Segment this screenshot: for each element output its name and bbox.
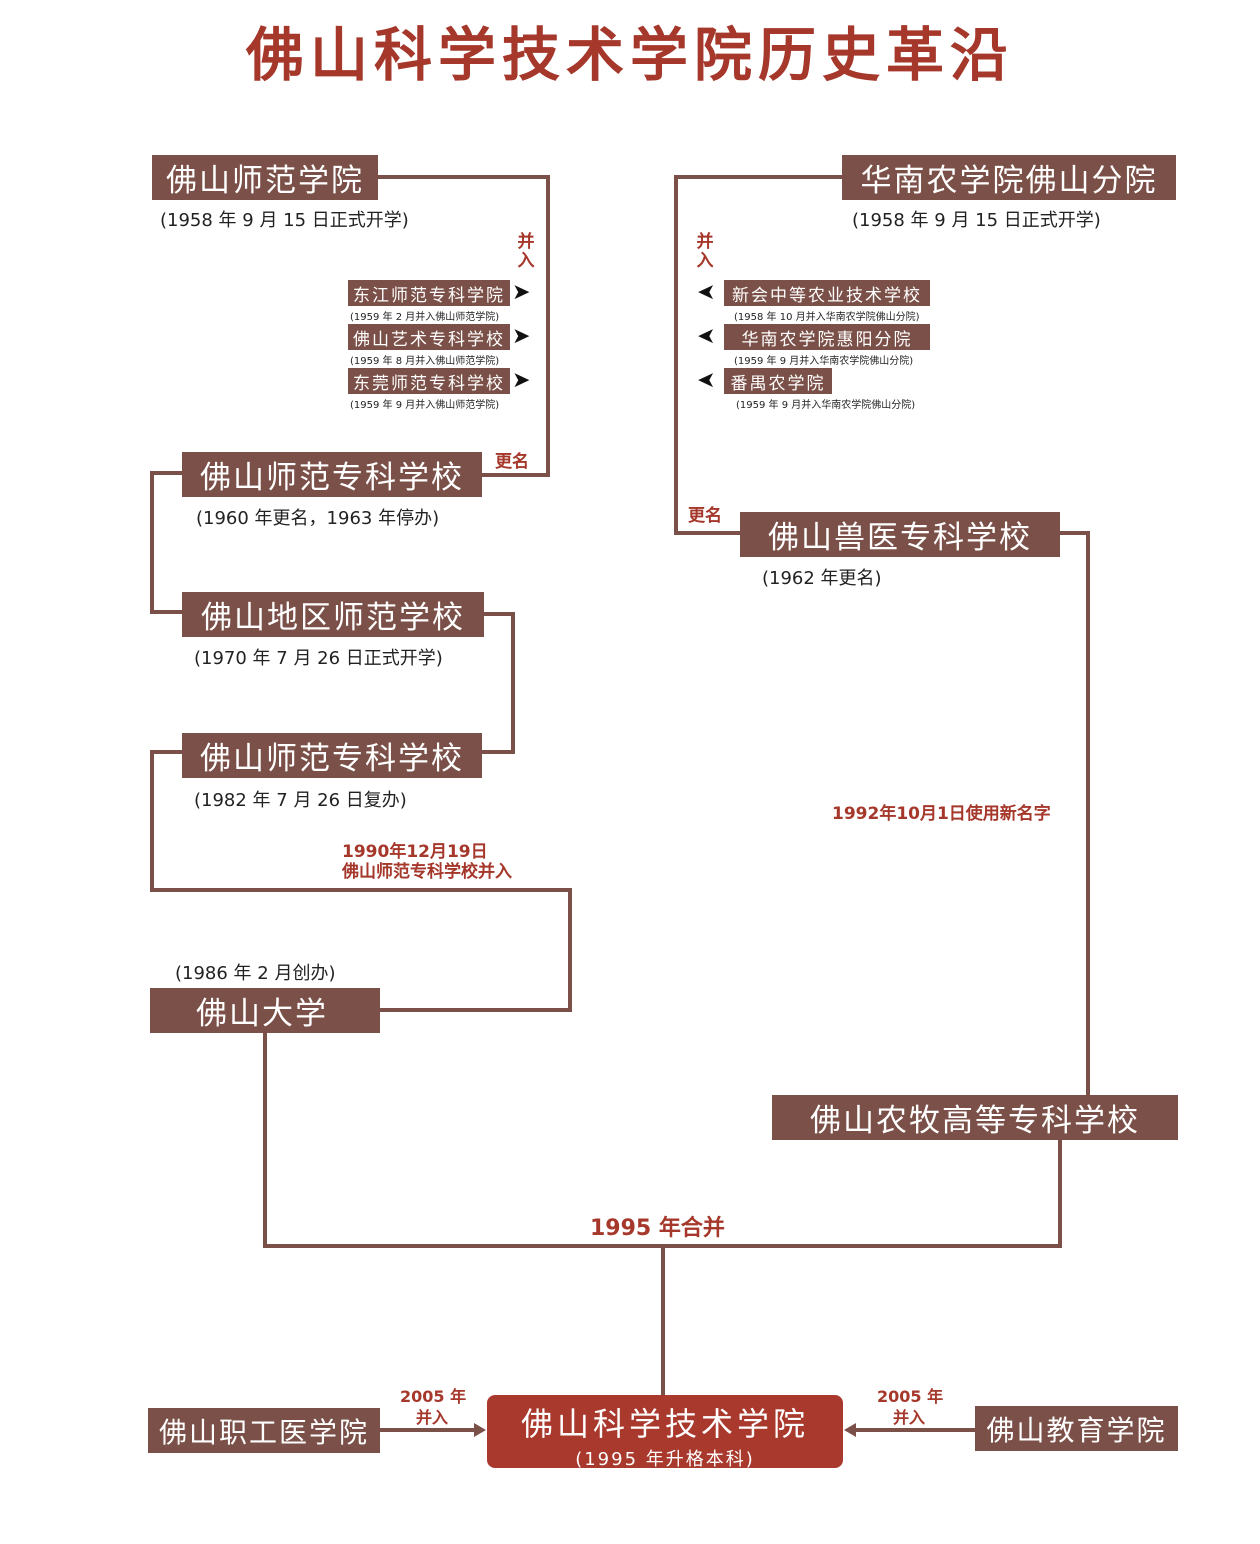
node-normal-junior-college-reopened: 佛山师范专科学校 <box>182 733 482 778</box>
merged-note: (1959 年 9 月并入佛山师范学院) <box>350 400 500 411</box>
merged-school: 东江师范专科学院 <box>348 280 510 306</box>
merged-school: 新会中等农业技术学校 <box>724 280 930 306</box>
node-veterinary-college: 佛山兽医专科学校 <box>740 512 1060 557</box>
node-foshan-normal-college: 佛山师范学院 <box>152 155 378 200</box>
merge-2005-label: 并入 <box>416 1408 449 1427</box>
rename-1992-label: 1992年10月1日使用新名字 <box>832 804 1051 824</box>
merged-school: 华南农学院惠阳分院 <box>724 324 930 350</box>
merged-school: 番禺农学院 <box>724 368 832 394</box>
merge-2005-label: 2005 年 <box>877 1387 944 1406</box>
node-note: (1982 年 7 月 26 日复办) <box>194 790 407 811</box>
final-name: 佛山科学技术学院 <box>520 1405 809 1443</box>
rename-label: 更名 <box>688 506 722 526</box>
merged-school: 东莞师范专科学校 <box>348 368 510 394</box>
arrow-left-icon: ➤ <box>697 324 716 349</box>
merged-note: (1959 年 2 月并入佛山师范学院) <box>350 312 500 323</box>
arrow-right-icon: ➤ <box>512 324 531 349</box>
arrow-left-icon: ➤ <box>697 368 716 393</box>
node-scau-foshan-branch: 华南农学院佛山分院 <box>842 155 1176 200</box>
merged-note: (1959 年 9 月并入华南农学院佛山分院) <box>736 400 916 411</box>
node-note: (1962 年更名) <box>762 568 882 589</box>
arrow-left-icon: ➤ <box>697 280 716 305</box>
arrow-right-icon: ➤ <box>512 280 531 305</box>
arrow-right-icon: ➤ <box>512 368 531 393</box>
node-district-normal-school: 佛山地区师范学校 <box>182 592 484 637</box>
merge-1995-label: 1995 年合并 <box>590 1216 725 1241</box>
merge-2005-label: 并入 <box>893 1408 926 1427</box>
node-note: (1958 年 9 月 15 日正式开学) <box>160 210 409 231</box>
page-title: 佛山科学技术学院历史革沿 <box>245 21 1014 89</box>
node-note: (1986 年 2 月创办) <box>175 963 336 984</box>
node-foshan-university-of-science-and-technology: 佛山科学技术学院 (1995 年升格本科) <box>487 1395 843 1470</box>
merged-note: (1959 年 9 月并入华南农学院佛山分院) <box>734 356 914 367</box>
node-workers-medical-college: 佛山职工医学院 <box>148 1408 380 1453</box>
merge-label: 并入 <box>517 232 535 271</box>
merged-note: (1958 年 10 月并入华南农学院佛山分院) <box>734 312 920 323</box>
node-foshan-university: 佛山大学 <box>150 988 380 1033</box>
merge-1990-label: 佛山师范专科学校并入 <box>342 862 512 882</box>
merged-note: (1959 年 8 月并入佛山师范学院) <box>350 356 500 367</box>
node-agri-husbandry-college: 佛山农牧高等专科学校 <box>772 1095 1178 1140</box>
merged-school: 佛山艺术专科学校 <box>348 324 510 350</box>
rename-label: 更名 <box>495 452 529 472</box>
node-note: (1970 年 7 月 26 日正式开学) <box>194 648 443 669</box>
node-normal-junior-college: 佛山师范专科学校 <box>182 452 482 497</box>
merge-1990-label: 1990年12月19日 <box>342 842 488 862</box>
node-note: (1958 年 9 月 15 日正式开学) <box>852 210 1101 231</box>
merge-label: 并入 <box>696 232 714 271</box>
merge-2005-label: 2005 年 <box>400 1387 467 1406</box>
node-education-college: 佛山教育学院 <box>975 1406 1178 1451</box>
node-note: (1960 年更名，1963 年停办) <box>196 508 440 529</box>
final-note: (1995 年升格本科) <box>575 1449 755 1470</box>
